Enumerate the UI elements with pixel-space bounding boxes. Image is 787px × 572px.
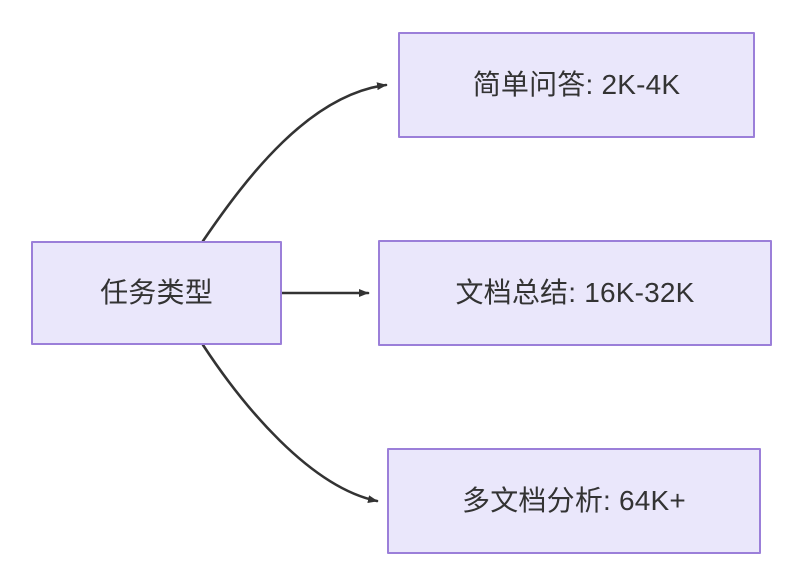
node-task-type[interactable]: 任务类型 — [31, 241, 282, 345]
node-multi-document-analysis-label: 多文档分析: 64K+ — [462, 485, 686, 517]
node-simple-qa[interactable]: 简单问答: 2K-4K — [398, 32, 755, 138]
edge-root-simple — [201, 82, 388, 243]
node-simple-qa-label: 简单问答: 2K-4K — [472, 69, 681, 101]
edge-root-multi — [201, 343, 379, 504]
node-task-type-label: 任务类型 — [100, 277, 213, 309]
node-document-summary-label: 文档总结: 16K-32K — [455, 277, 695, 309]
node-document-summary[interactable]: 文档总结: 16K-32K — [378, 240, 772, 346]
node-multi-document-analysis[interactable]: 多文档分析: 64K+ — [387, 448, 761, 554]
